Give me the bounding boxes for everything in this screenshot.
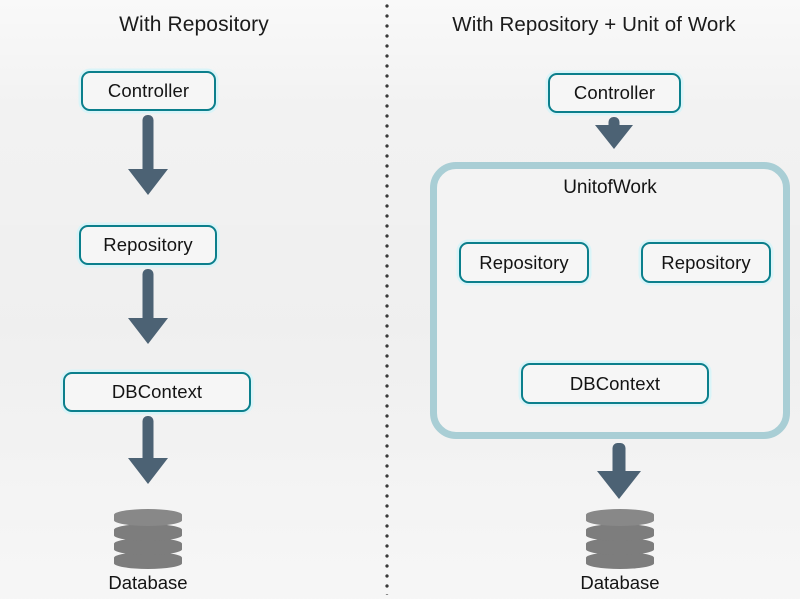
unitofwork-label: UnitofWork: [563, 177, 657, 198]
panel-with-repository-unit-of-work: With Repository + Unit of Work: [388, 0, 800, 599]
database-cylinder-icon-right: [586, 509, 654, 571]
left-panel-title: With Repository: [119, 13, 269, 36]
node-repository-left[interactable]: Repository: [79, 225, 217, 265]
node-dbcontext-right[interactable]: DBContext: [521, 363, 709, 404]
node-controller-right[interactable]: Controller: [548, 73, 681, 113]
arrow-head: [595, 125, 633, 149]
db-band: [586, 552, 654, 569]
node-dbcontext-left[interactable]: DBContext: [63, 372, 251, 412]
panel-with-repository: With Repository Controller Repository DB…: [0, 0, 388, 599]
arrow-shaft: [142, 115, 154, 175]
arrow-head: [128, 318, 168, 344]
database-label-left: Database: [108, 572, 188, 593]
database-label-right: Database: [580, 572, 660, 593]
node-repository-right-2[interactable]: Repository: [641, 242, 771, 283]
node-repository-right-1[interactable]: Repository: [459, 242, 589, 283]
arrow-shaft: [142, 269, 154, 324]
right-panel-title: With Repository + Unit of Work: [452, 13, 736, 36]
arrow-shaft: [608, 117, 620, 131]
arrow-head: [128, 458, 168, 484]
arrow-shaft: [142, 416, 154, 464]
node-controller-left[interactable]: Controller: [81, 71, 216, 111]
db-top-ellipse: [114, 509, 182, 526]
db-band: [114, 538, 182, 555]
db-band: [586, 524, 654, 541]
db-band: [586, 538, 654, 555]
database-cylinder-icon-left: [114, 509, 182, 571]
panel-divider: [385, 4, 389, 595]
db-band: [114, 524, 182, 541]
arrow-head: [597, 471, 641, 499]
db-band: [114, 552, 182, 569]
arrow-head: [128, 169, 168, 195]
arrow-shaft: [612, 443, 626, 477]
db-top-ellipse: [586, 509, 654, 526]
